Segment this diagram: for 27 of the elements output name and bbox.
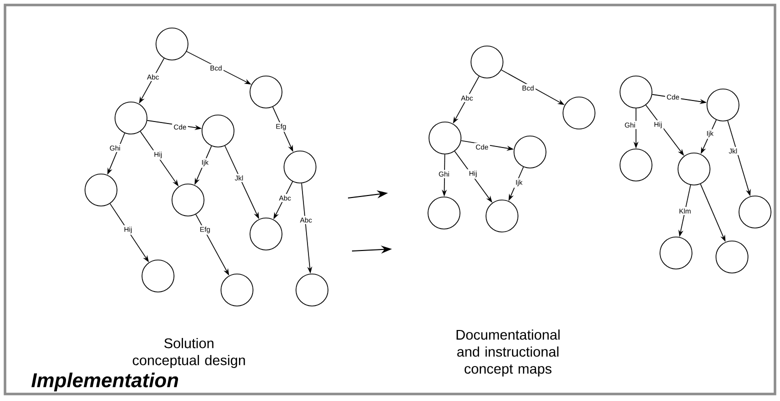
concept-circle [428,122,462,154]
concept-circle [620,76,652,108]
concept-circle [220,274,254,306]
concept-circle [202,114,234,148]
concept-circle [284,150,316,184]
concept-circle [660,236,692,270]
concept-circle [84,174,118,206]
concept-circle [738,196,772,228]
concept-circle [156,28,188,60]
concept-circle [296,274,328,306]
concept-circle [428,196,460,230]
caption: Documentational and instructional concept maps [456,329,560,376]
heading: Implementation [31,372,178,392]
concept-circle [142,260,174,292]
caption: Solution conceptual design [132,338,245,368]
concept-circle [250,218,282,250]
concept-circle [514,136,546,168]
concept-circle [706,88,740,122]
concept-circle [250,76,282,108]
concept-circle [172,184,204,216]
concept-circle [678,152,710,186]
concept-circle [114,102,148,134]
concept-circle [716,240,748,274]
concept-circle [486,200,518,232]
concept-circle [562,96,596,130]
concept-circle [470,46,504,78]
concept-circle [620,148,652,182]
